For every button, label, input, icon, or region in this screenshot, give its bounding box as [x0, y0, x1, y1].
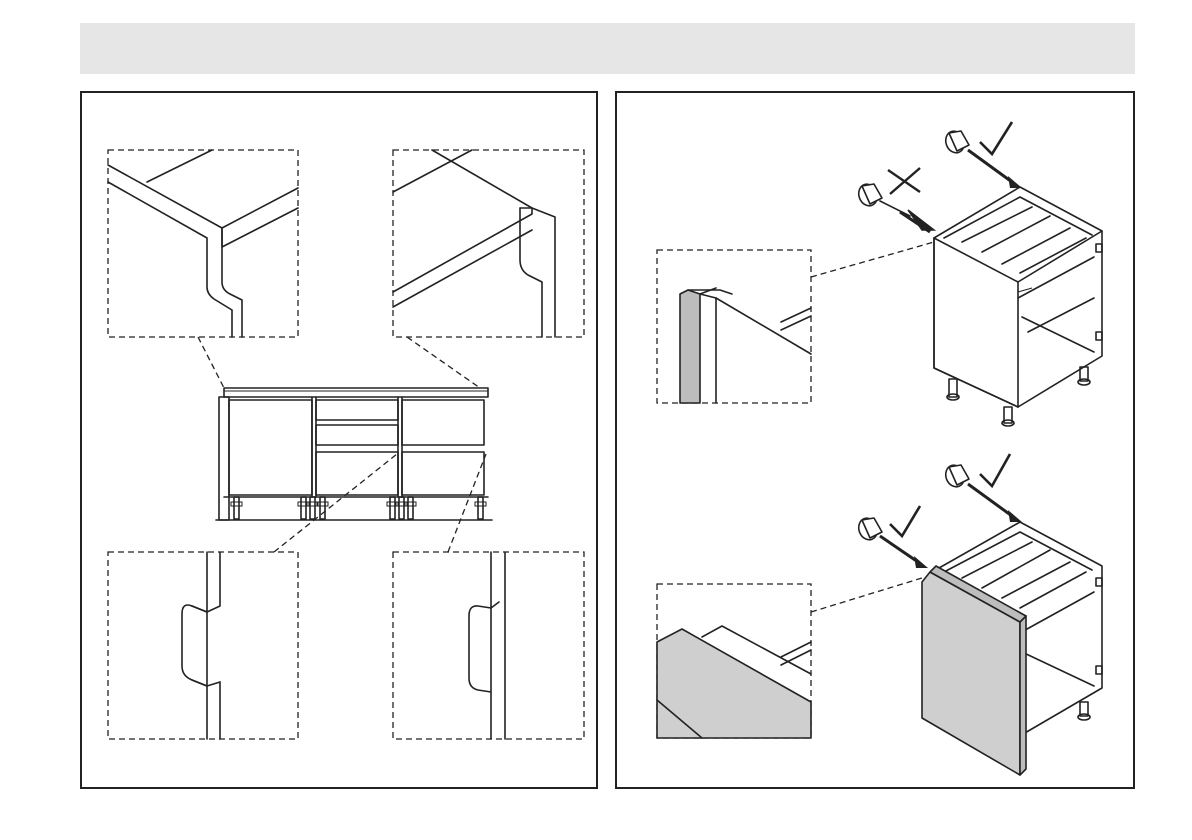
drill-tool-icon [943, 463, 1022, 522]
left-panel [80, 91, 598, 789]
leader-bottom [811, 578, 922, 612]
detail-bottom-left [108, 552, 298, 739]
drill-tool-icon [943, 129, 1022, 188]
detail-correct-edge [657, 584, 811, 738]
detail-bottom-right [393, 552, 584, 739]
base-cabinet-top [934, 187, 1102, 426]
kitchen-run-front-view [216, 388, 492, 520]
check-mark-icon [890, 506, 920, 536]
leader-top [811, 242, 934, 277]
base-cabinet-bottom [922, 522, 1102, 775]
detail-top-right [393, 150, 584, 337]
check-mark-icon [980, 122, 1012, 154]
check-mark-icon [980, 454, 1010, 486]
detail-top-left [108, 150, 298, 337]
right-panel [615, 91, 1135, 789]
detail-incorrect-edge [657, 250, 811, 403]
header-band [80, 23, 1135, 74]
left-panel-illustration [82, 93, 600, 791]
right-panel-illustration [617, 93, 1137, 791]
cross-mark-icon [888, 168, 920, 194]
drill-tool-icon [856, 516, 928, 568]
